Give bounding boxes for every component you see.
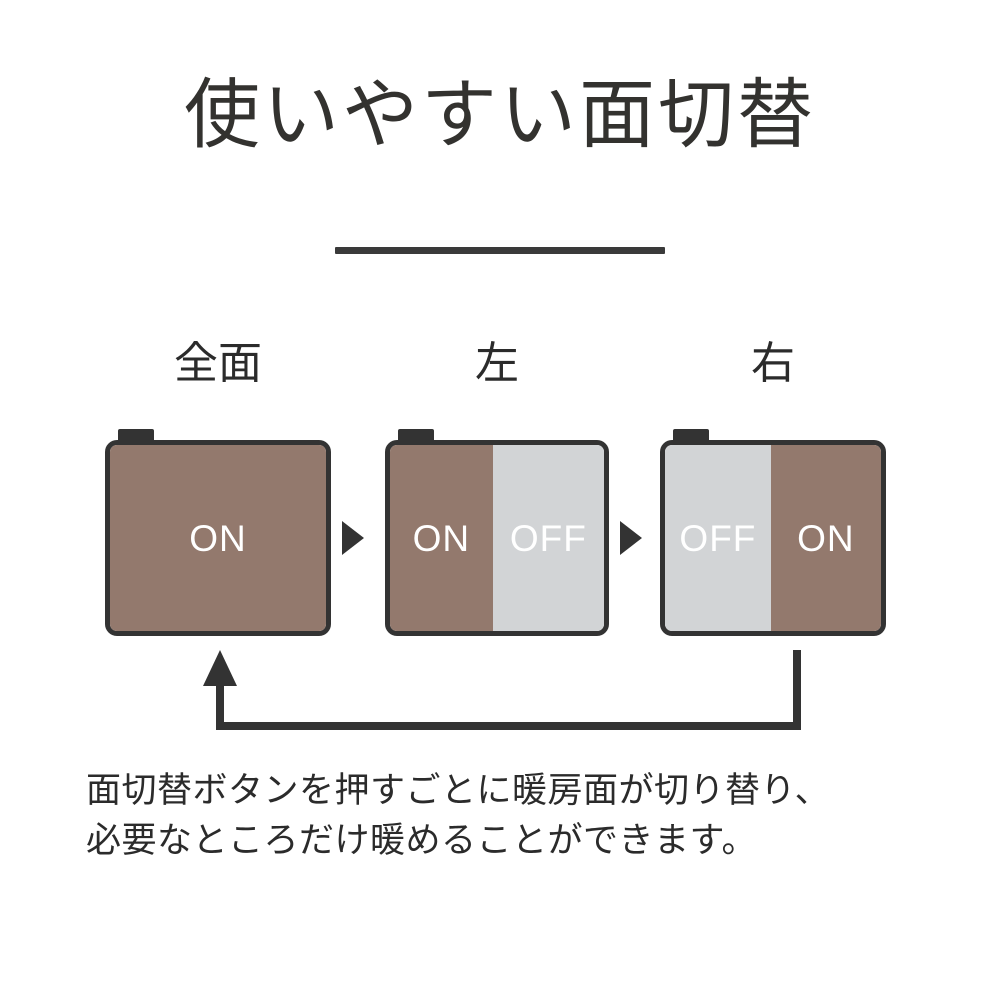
panel-left-off: OFF — [665, 445, 771, 631]
device-diagram-hidari: ON OFF — [385, 440, 609, 636]
step-arrow-2-icon — [620, 521, 642, 555]
step-label-zenmen: 全面 — [174, 339, 262, 388]
loop-back-arrow-icon — [203, 650, 801, 730]
step-label-migi: 右 — [751, 339, 795, 388]
panel-label-on: ON — [797, 517, 855, 559]
device-diagram-migi: OFF ON — [660, 440, 886, 636]
title-divider — [335, 247, 665, 254]
panel-label-off: OFF — [679, 517, 757, 559]
caption-line-2: 必要なところだけ暖めることができます。 — [86, 820, 758, 860]
caption-line-1: 面切替ボタンを押すごとに暖房面が切り替り、 — [86, 771, 831, 810]
caption-block: 面切替ボタンを押すごとに暖房面が切り替り、 必要なところだけ暖めることができます… — [86, 766, 936, 865]
panel-full-on: ON — [110, 445, 326, 631]
panel-left-on: ON — [390, 445, 493, 631]
device-diagram-zenmen: ON — [105, 440, 331, 636]
panel-right-on: ON — [770, 445, 881, 631]
panel-label-off: OFF — [509, 517, 587, 559]
step-arrow-1-icon — [342, 521, 364, 555]
panel-label-on: ON — [412, 517, 471, 559]
page-title: 使いやすい面切替 — [184, 73, 816, 158]
panel-right-off: OFF — [492, 445, 604, 631]
step-label-hidari: 左 — [475, 339, 519, 388]
panel-label-on: ON — [189, 517, 247, 559]
